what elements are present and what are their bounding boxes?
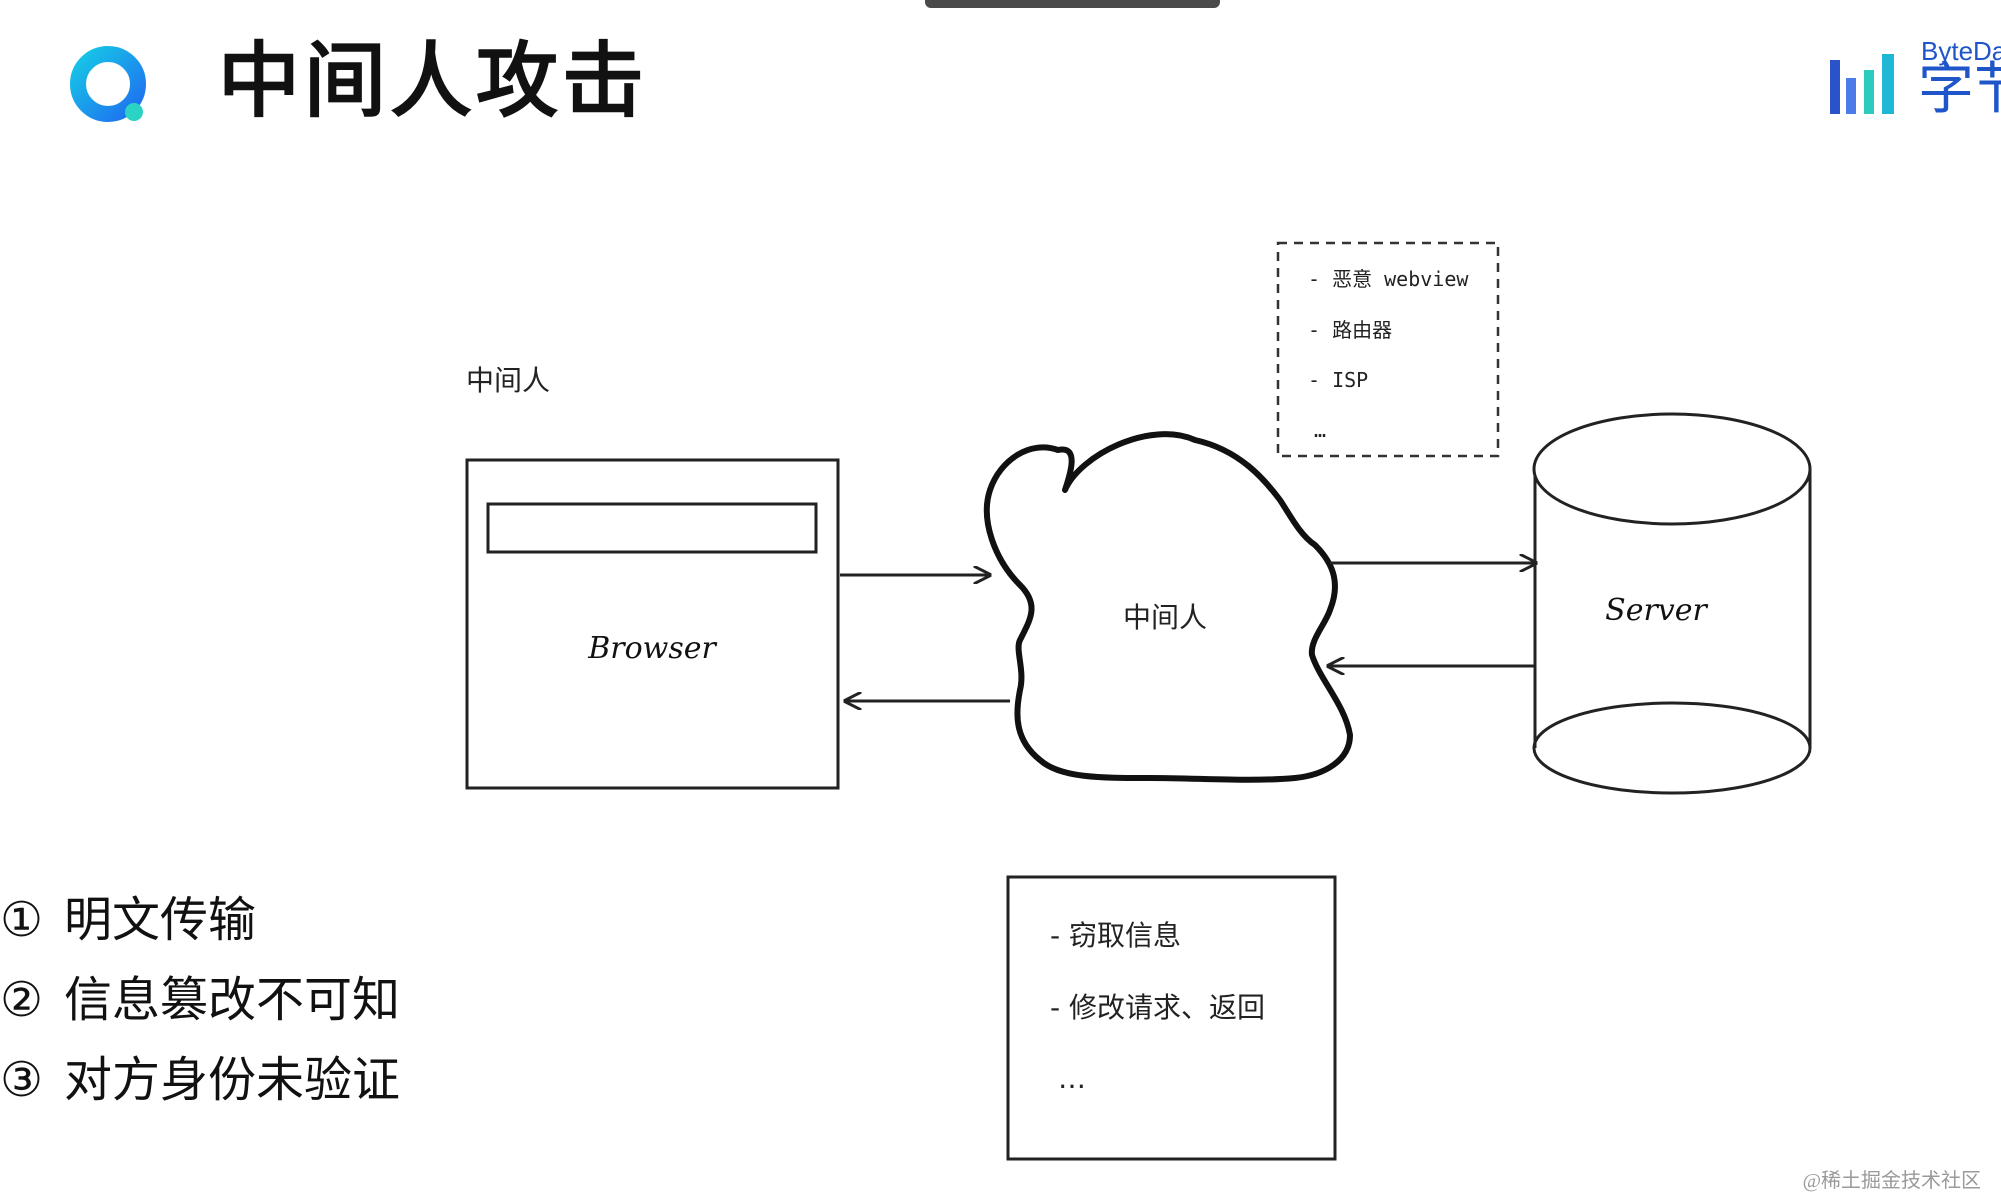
server-cylinder: Server: [1532, 412, 1812, 795]
attacker-types-box: - 恶意 webview - 路由器 - ISP …: [1276, 241, 1500, 458]
key-point-text: 对方身份未验证: [64, 1052, 401, 1108]
key-point: ③ 对方身份未验证: [0, 1040, 400, 1120]
attacker-type-item: - 路由器: [1308, 318, 1392, 342]
key-points-list: ① 明文传输 ② 信息篡改不可知 ③ 对方身份未验证: [0, 880, 400, 1120]
key-point-number: ①: [0, 892, 44, 948]
window-top-handle: [925, 0, 1220, 8]
key-point: ① 明文传输: [0, 880, 400, 960]
key-point-number: ②: [0, 972, 44, 1028]
app-logo-icon: [70, 46, 146, 122]
browser-address-bar: [486, 502, 818, 554]
brand-name-en: ByteDa: [1921, 36, 2001, 66]
key-point: ② 信息篡改不可知: [0, 960, 400, 1040]
server-label: Server: [1605, 593, 1708, 628]
browser-label: Browser: [587, 631, 717, 666]
middle-cloud: 中间人: [983, 431, 1353, 783]
attacker-action-item: - 修改请求、返回: [1050, 991, 1265, 1024]
middle-label: 中间人: [1123, 601, 1207, 634]
attacker-type-item: …: [1314, 418, 1326, 442]
browser-window: Browser: [465, 458, 840, 790]
bytedance-logo-icon: [1830, 54, 1894, 114]
attacker-actions-box: - 窃取信息 - 修改请求、返回 …: [1006, 875, 1337, 1161]
key-point-number: ③: [0, 1052, 44, 1108]
attacker-type-item: - 恶意 webview: [1308, 267, 1469, 291]
key-point-text: 信息篡改不可知: [64, 972, 401, 1028]
attacker-action-item: - 窃取信息: [1050, 919, 1181, 952]
watermark: @稀土掘金技术社区: [1802, 1170, 1981, 1192]
brand-name-cn: 字节: [1918, 57, 2001, 122]
middle-label-top: 中间人: [466, 364, 550, 397]
attacker-type-item: - ISP: [1308, 368, 1368, 392]
key-point-text: 明文传输: [64, 892, 257, 948]
attacker-action-item: …: [1058, 1062, 1086, 1095]
slide-title: 中间人攻击: [218, 34, 649, 129]
